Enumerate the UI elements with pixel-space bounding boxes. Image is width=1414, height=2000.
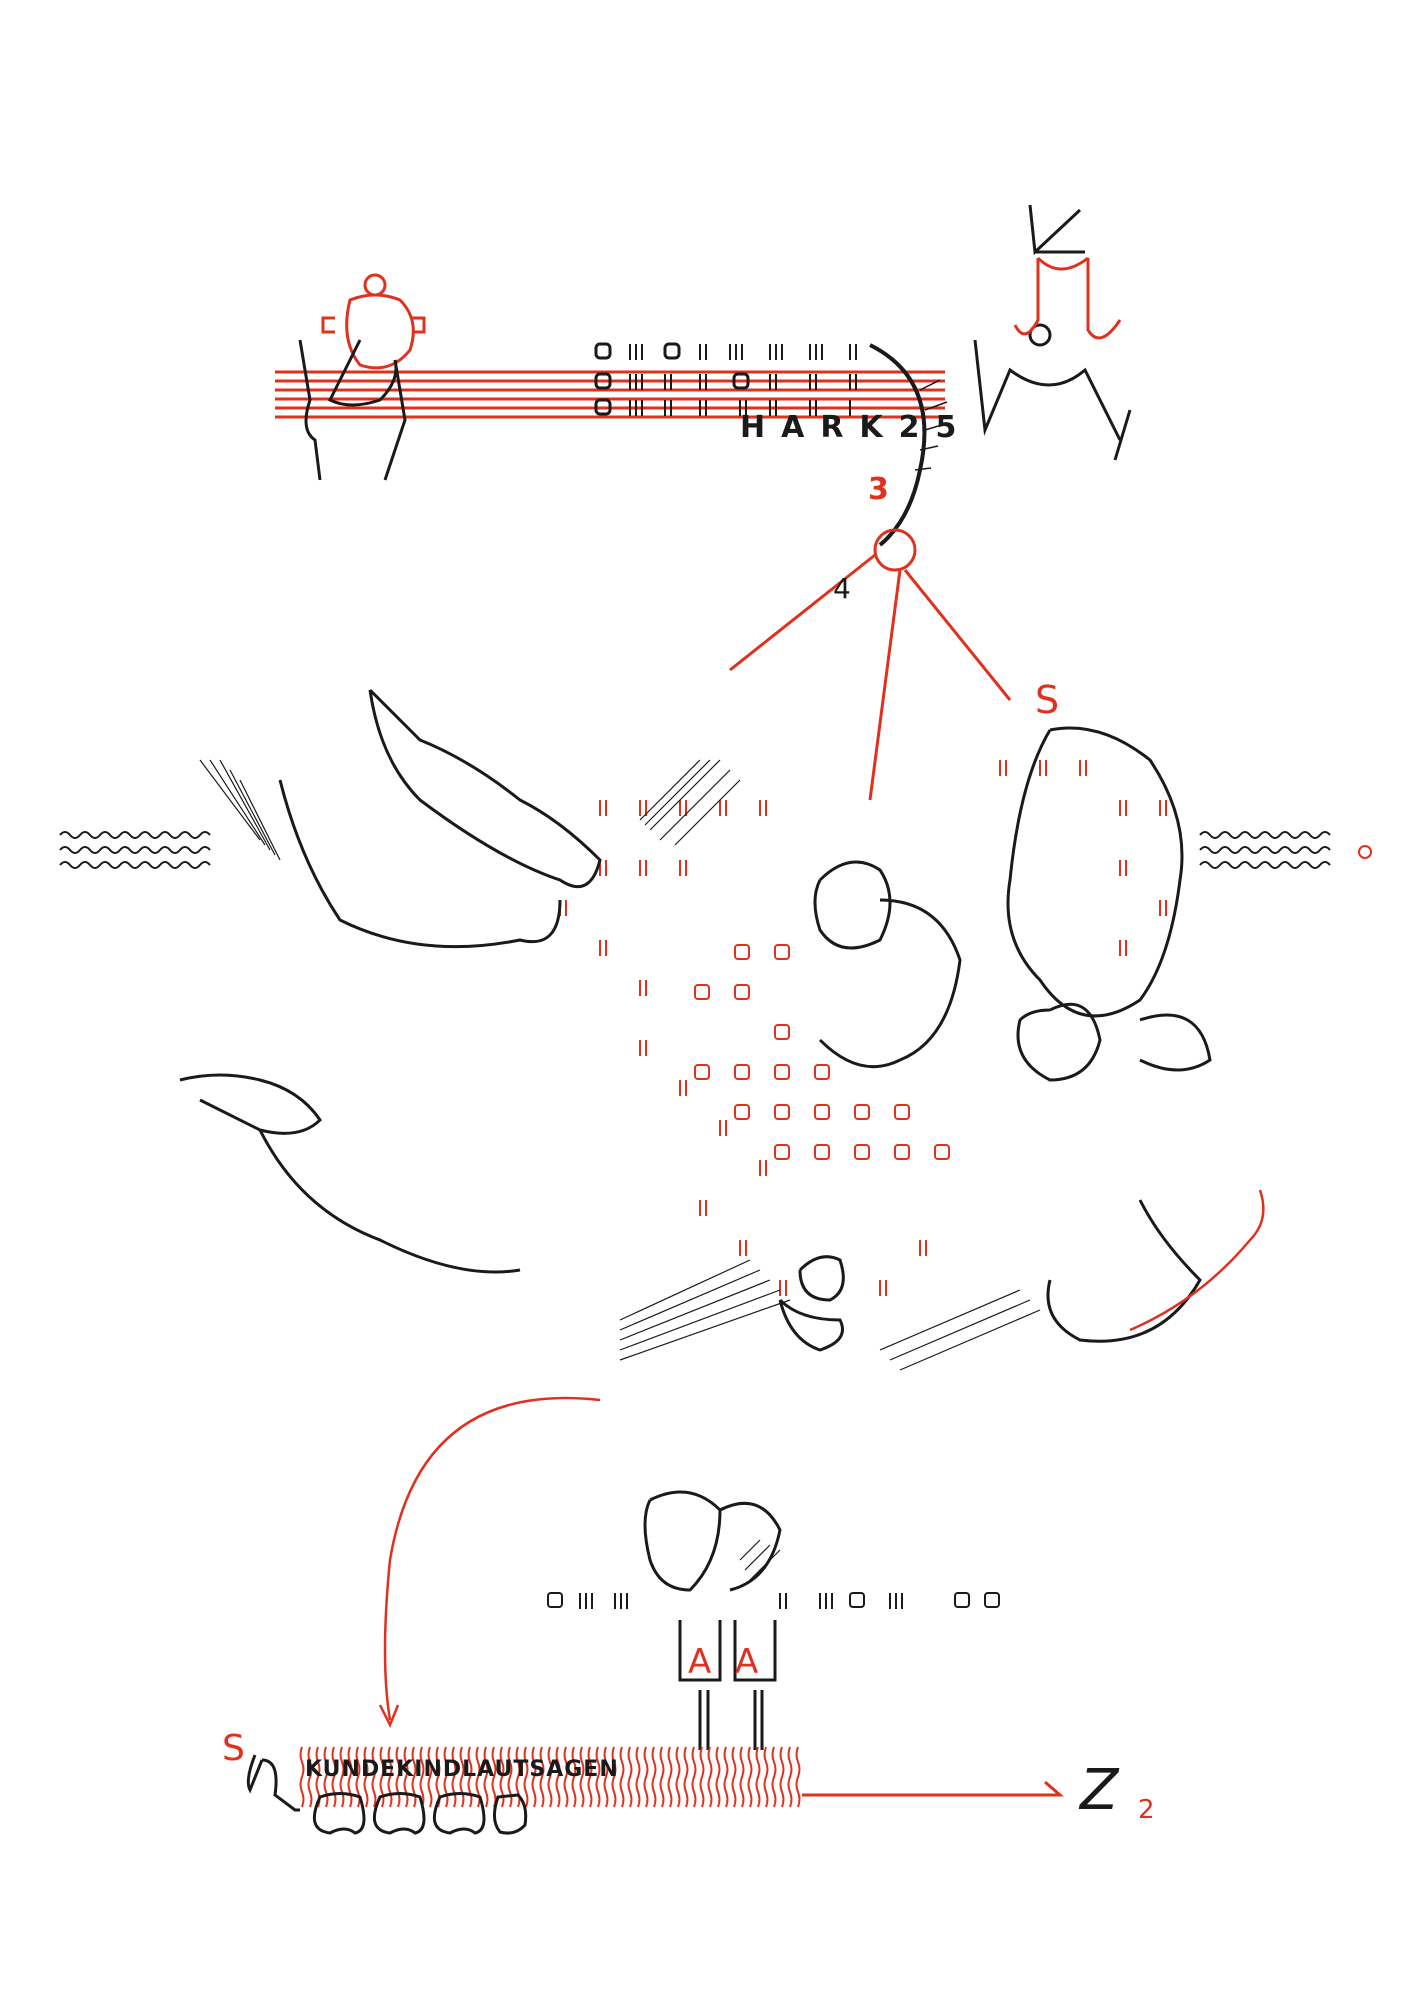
red-dot-right [1358, 845, 1372, 859]
red-letter-a-left: A [688, 1642, 712, 1682]
red-hooks [1013, 256, 1122, 340]
horn-hatching [914, 379, 948, 471]
glyph-face [973, 204, 1132, 461]
black-hand [298, 339, 407, 481]
end-mark-subscript: 2 [1138, 1795, 1155, 1825]
wavy-band [59, 831, 1331, 869]
red-tail-right [1129, 1189, 1265, 1332]
red-curve-arrow [383, 1396, 601, 1721]
bean-shapes [312, 1792, 528, 1835]
figure-outlines [179, 688, 1212, 1750]
curved-horn [869, 343, 927, 547]
red-letter-s-top: S [1035, 678, 1060, 722]
lower-notation-row [547, 1592, 1000, 1609]
red-baseline-arrow [802, 1780, 1065, 1797]
black-number-4: 4 [833, 572, 851, 605]
bottom-phrase: KUNDEKINDLAUTSAGEN [305, 1757, 619, 1782]
red-mark-grid [559, 760, 1167, 1296]
red-figure [321, 273, 426, 370]
end-mark-z: Z [1080, 1758, 1119, 1823]
red-letter-a-right: A [735, 1642, 759, 1682]
bottom-left-glyph [246, 1754, 300, 1812]
hatching [199, 759, 1041, 1581]
staff-word-hark25: HARK25 [740, 410, 973, 445]
red-curve-arrowhead [378, 1704, 400, 1729]
red-letter-s-bottom: S [222, 1728, 245, 1769]
red-knot [729, 528, 1012, 801]
notation-marks [594, 342, 857, 416]
red-number-3: 3 [868, 472, 889, 507]
bottom-red-wavy-bar [299, 1746, 801, 1808]
